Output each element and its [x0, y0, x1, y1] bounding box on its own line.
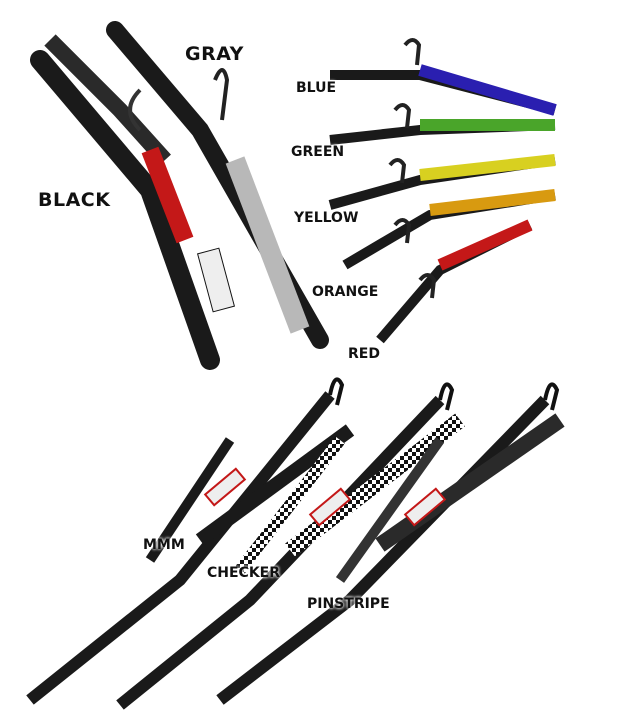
label-mmm: MMM: [143, 537, 185, 553]
pinstripe-strap: [216, 382, 565, 705]
red-strap: [376, 219, 533, 344]
label-blue: BLUE: [296, 80, 337, 96]
black-strap: [30, 34, 236, 370]
orange-strap: [342, 189, 556, 270]
checker-strap: [116, 382, 465, 710]
label-pinstripe: PINSTRIPE: [307, 596, 390, 612]
label-gray: GRAY: [185, 43, 244, 65]
label-black: BLACK: [38, 189, 111, 211]
label-green: GREEN: [291, 144, 345, 160]
label-red: RED: [348, 346, 380, 362]
blue-strap: [330, 38, 557, 116]
label-yellow: YELLOW: [294, 210, 359, 226]
green-strap: [329, 103, 556, 145]
gray-strap: [106, 21, 329, 349]
label-checker: CHECKER: [207, 565, 281, 581]
yellow-strap: [328, 154, 556, 210]
label-orange: ORANGE: [312, 284, 379, 300]
mmm-strap: [26, 377, 355, 705]
